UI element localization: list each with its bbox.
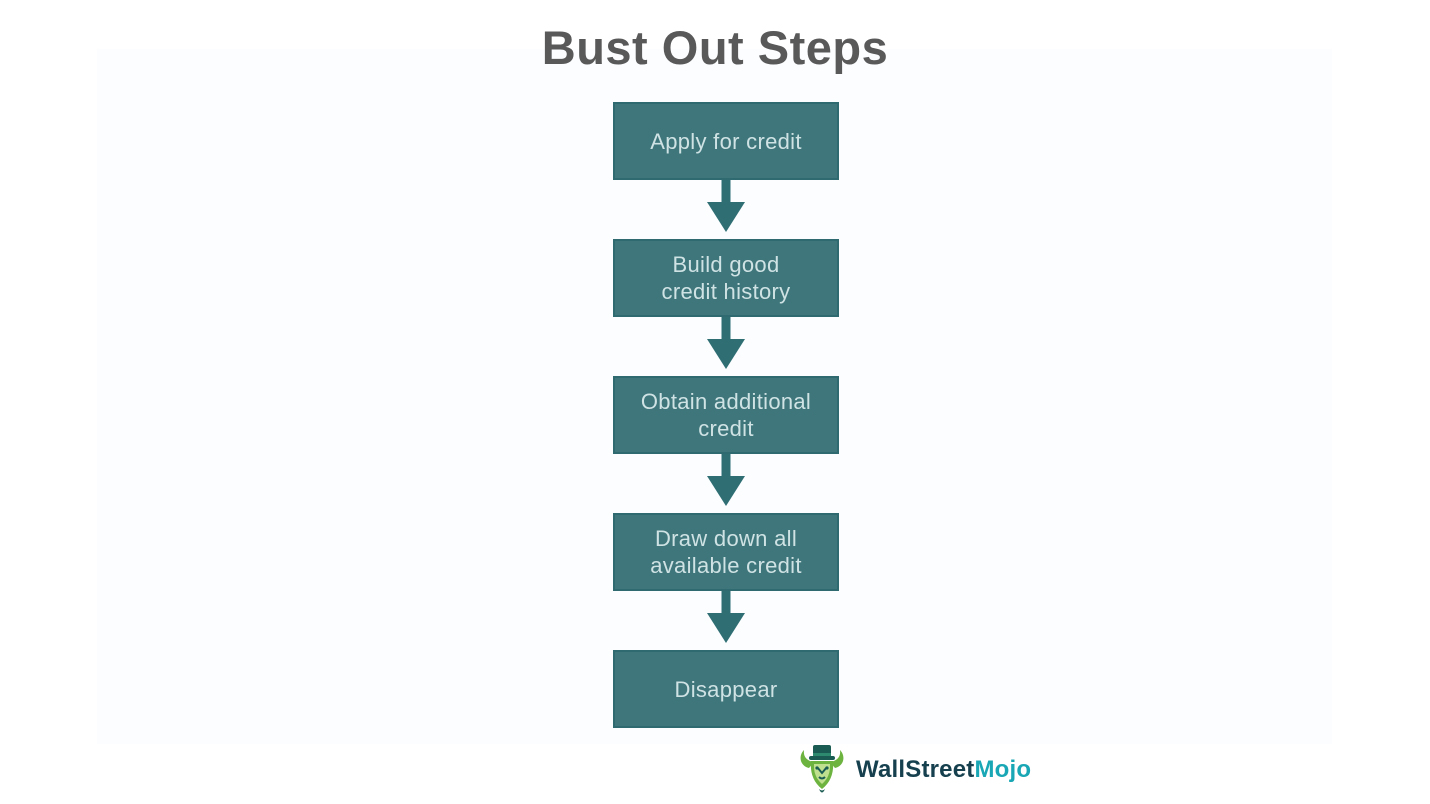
flow-step-label: credit [698, 416, 754, 441]
down-arrow-icon [707, 591, 745, 643]
flow-step-label: Disappear [674, 676, 778, 702]
brand-wordmark: WallStreetMojo [856, 756, 1031, 784]
flow-step-label: Obtain additional [640, 389, 812, 414]
down-arrow-icon [707, 180, 745, 232]
down-arrow-icon [707, 317, 745, 369]
page-title: Bust Out Steps [541, 21, 889, 74]
flow-step-label: Draw down all [654, 526, 798, 551]
brand-text-primary: WallStreet [856, 756, 975, 783]
flow-step-label: available credit [650, 553, 802, 578]
flow-step-label: Apply for credit [650, 128, 802, 154]
flow-step-1: Apply for credit [613, 102, 839, 180]
brand-text-accent: Mojo [974, 756, 1032, 783]
flow-step-5: Disappear [613, 650, 839, 728]
flow-step-label: credit history [661, 279, 791, 304]
down-arrow-icon [707, 454, 745, 506]
bull-with-top-hat-icon [800, 745, 844, 793]
brand-logo: WallStreetMojo [797, 744, 1031, 796]
flow-step-label: Build good [672, 252, 780, 277]
